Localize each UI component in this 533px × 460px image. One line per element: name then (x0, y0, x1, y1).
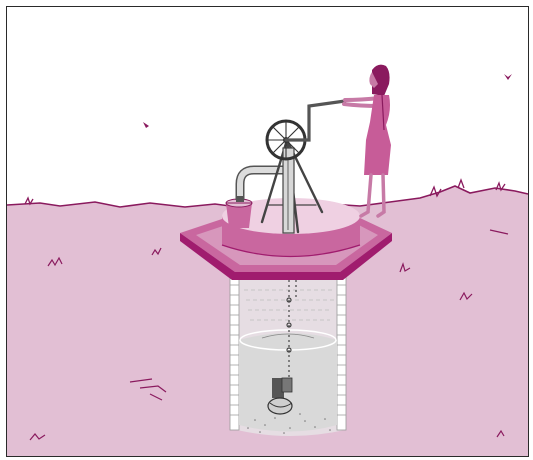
pump-column (283, 148, 294, 233)
bucket (226, 199, 252, 228)
